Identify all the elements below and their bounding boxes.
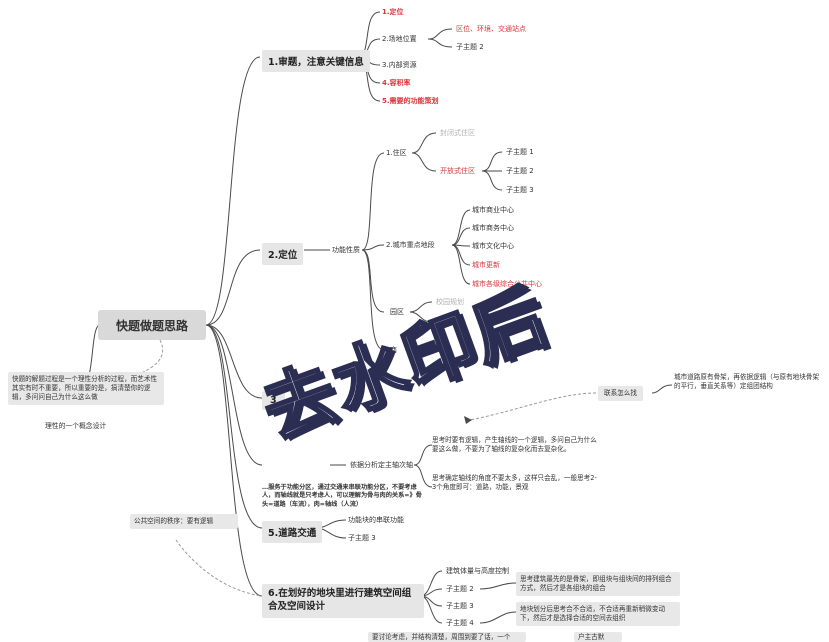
b6-note-2: 地块划分后思考合不合适，不合适再重新稍微变动下，然后才是选择合适的空间去组织 bbox=[516, 602, 680, 626]
root-subnote: 理性的一个概念设计 bbox=[45, 422, 107, 430]
bottom-note-1: 要讨论考虑，并结构清楚，周围到要了话，一个 bbox=[368, 632, 526, 642]
b2-urban-renewal[interactable]: 城市更新 bbox=[472, 261, 500, 269]
branch-6-building-composition[interactable]: 6.在划好的地块里进行建筑空间组合及空间设计 bbox=[262, 584, 424, 618]
b2-closed-residential[interactable]: 封闭式住区 bbox=[440, 129, 475, 137]
b2-function-nature[interactable]: 功能性质 bbox=[332, 246, 360, 254]
b2-res-subtopic-3[interactable]: 子主题 3 bbox=[506, 186, 534, 194]
b2-residential[interactable]: 1.住区 bbox=[386, 149, 407, 157]
b6-massing-height[interactable]: 建筑体量与高度控制 bbox=[446, 567, 509, 575]
b2-tech-park[interactable]: 科技园区 bbox=[436, 318, 464, 326]
b2-commercial-center[interactable]: 城市商业中心 bbox=[472, 206, 514, 214]
b2-more[interactable]: 商 bbox=[390, 346, 397, 354]
public-space-note: 公共空间的秩序：要有逻辑 bbox=[130, 514, 238, 529]
b2-park[interactable]: 园区 bbox=[390, 308, 404, 316]
b2-cultural-center[interactable]: 城市文化中心 bbox=[472, 242, 514, 250]
root-topic[interactable]: 快题做题思路 bbox=[98, 310, 206, 340]
b1-internal-resources[interactable]: 3.内部资源 bbox=[382, 61, 417, 69]
b1-site-location[interactable]: 2.场地位置 bbox=[382, 35, 417, 43]
b1-subtopic-2[interactable]: 子主题 2 bbox=[456, 43, 484, 51]
b2-campus-planning[interactable]: 校园规划 bbox=[436, 298, 464, 306]
b6-subtopic-4[interactable]: 子主题 4 bbox=[446, 619, 474, 627]
b4-axis-note-2: 思考确定轴线的角度不要太多，这样只会乱，一般思考2-3个角度即可：道路，功能，景… bbox=[432, 474, 597, 491]
b1-site-factors[interactable]: 区位、环境、交通站点 bbox=[456, 25, 526, 33]
root-note: 快题的解题过程是一个理性分析的过程，而艺术性其实有时不重要，所以重要的是，搞清楚… bbox=[8, 372, 164, 405]
b2-res-subtopic-1[interactable]: 子主题 1 bbox=[506, 148, 534, 156]
link-note: 城市道路原有骨架，再依据逻辑（与原有地块骨架的平行，垂直关系等）定组团结构 bbox=[674, 373, 820, 390]
link-how-to-find[interactable]: 联系怎么找 bbox=[598, 386, 643, 401]
b2-business-center[interactable]: 城市商务中心 bbox=[472, 224, 514, 232]
b2-public-center[interactable]: 城市各级综合公共中心 bbox=[472, 280, 542, 288]
b4-axis[interactable]: 依据分析定主轴次轴 bbox=[350, 461, 413, 469]
b1-positioning[interactable]: 1.定位 bbox=[382, 8, 404, 16]
b5-subtopic-3[interactable]: 子主题 3 bbox=[348, 534, 376, 542]
b2-res-subtopic-2[interactable]: 子主题 2 bbox=[506, 167, 534, 175]
b5-connect-function[interactable]: 功能块的串联功能 bbox=[348, 516, 404, 524]
b1-far[interactable]: 4.容积率 bbox=[382, 79, 411, 87]
b6-subtopic-3[interactable]: 子主题 3 bbox=[446, 602, 474, 610]
b4-axis-note-1: 思考时要有逻辑，产生轴线的一个逻辑，多问自己为什么要这么做，不要为了轴线的复杂化… bbox=[432, 436, 597, 453]
b2-urban-key-area[interactable]: 2.城市重点地段 bbox=[386, 241, 435, 249]
branch-1-review[interactable]: 1.审题，注意关键信息 bbox=[262, 50, 370, 72]
b2-open-residential[interactable]: 开放式住区 bbox=[440, 167, 475, 175]
b6-note-1: 思考建筑最先的是骨架，即组块与组块间的排列组合方式，然后才是各组块的组合 bbox=[516, 572, 680, 596]
b4-traffic-note: …服务于功能分区，通过交通来串联功能分区，不要考虑人，而轴线就是只考虑人，可以理… bbox=[262, 484, 422, 508]
branch-3[interactable]: 3 bbox=[262, 391, 285, 410]
branch-2-positioning[interactable]: 2.定位 bbox=[262, 243, 304, 265]
b1-program[interactable]: 5.需要的功能策划 bbox=[382, 97, 439, 105]
bottom-note-2: 户主古默 bbox=[574, 632, 622, 642]
b6-subtopic-2[interactable]: 子主题 2 bbox=[446, 585, 474, 593]
branch-5-road-traffic[interactable]: 5.道路交通 bbox=[262, 521, 323, 543]
